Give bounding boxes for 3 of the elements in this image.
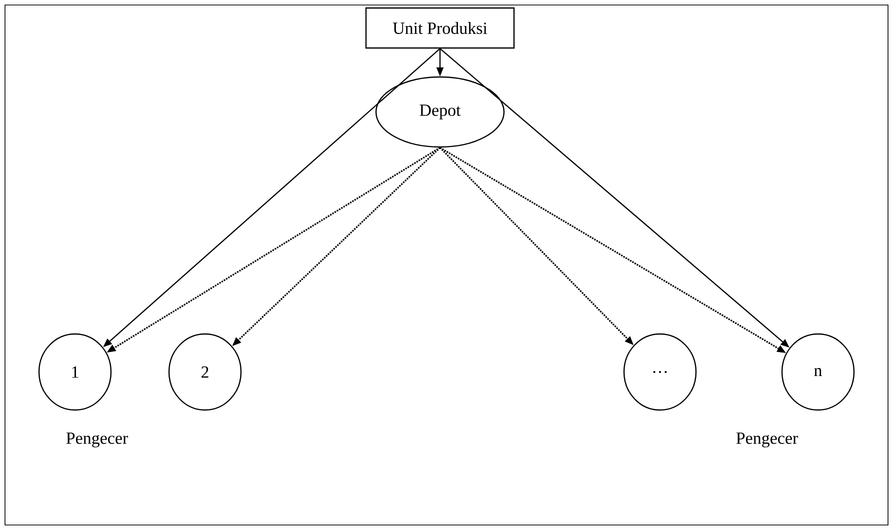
process-box: Unit Produksi [365, 7, 515, 49]
caption-text: Pengecer [736, 432, 798, 448]
caption-text: Pengecer [66, 432, 128, 448]
